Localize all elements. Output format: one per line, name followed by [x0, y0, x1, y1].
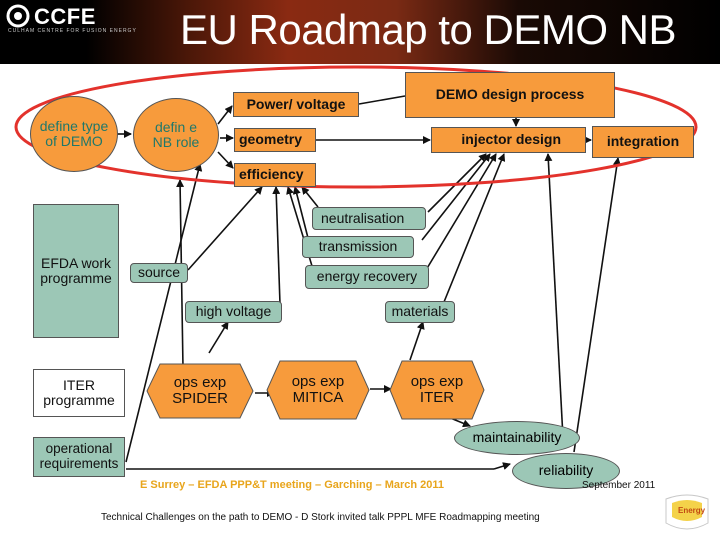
power-voltage-label: Power/ voltage	[246, 95, 346, 112]
geometry-node: geometry	[234, 128, 316, 152]
neutralisation-label: neutralisation	[321, 209, 405, 226]
integration-node: integration	[592, 126, 694, 158]
ops-exp-mitica-node: ops exp MITICA	[266, 360, 370, 420]
operational-requirements-label: operational requirements	[39, 441, 119, 471]
ops-exp-mitica-label: ops exp MITICA	[291, 372, 345, 406]
ops-exp-spider-label: ops exp SPIDER	[172, 373, 228, 407]
energy-badge-text: Energy	[678, 506, 706, 515]
high-voltage-label: high voltage	[195, 303, 272, 320]
ops-exp-spider-node: ops exp SPIDER	[146, 363, 254, 419]
transmission-node: transmission	[302, 236, 414, 258]
reliability-label: reliability	[538, 462, 594, 479]
logo-icon	[6, 4, 30, 28]
define-demo-type-node: define type of DEMO	[30, 96, 118, 172]
ops-exp-iter-label: ops exp ITER	[410, 372, 464, 406]
efda-work-programme-label: EFDA work programme	[40, 254, 112, 286]
date-label: September 2011	[582, 480, 656, 491]
page-title: EU Roadmap to DEMO NB	[180, 6, 677, 53]
operational-requirements-node: operational requirements	[33, 437, 125, 477]
materials-label: materials	[391, 303, 449, 320]
header-banner: CCFE CULHAM CENTRE FOR FUSION ENERGY EU …	[0, 0, 720, 64]
iter-programme-node: ITER programme	[33, 369, 125, 417]
hexagon-shape	[389, 360, 485, 420]
ccfe-logo: CCFE CULHAM CENTRE FOR FUSION ENERGY	[6, 4, 136, 40]
energy-badge-icon	[665, 494, 709, 530]
demo-design-process-node: DEMO design process	[405, 72, 615, 118]
efficiency-node: efficiency	[234, 163, 316, 187]
power-voltage-node: Power/ voltage	[233, 92, 359, 117]
maintainability-node: maintainability	[454, 421, 580, 455]
define-demo-type-label: define type of DEMO	[39, 117, 109, 149]
energy-recovery-label: energy recovery	[316, 268, 418, 285]
materials-node: materials	[385, 301, 455, 323]
reliability-node: reliability	[512, 453, 620, 489]
logo-subtitle: CULHAM CENTRE FOR FUSION ENERGY	[8, 28, 137, 34]
high-voltage-node: high voltage	[185, 301, 282, 323]
logo-text: CCFE	[34, 4, 96, 29]
define-nb-role-label: defin e NB role	[152, 118, 200, 150]
highlight-ellipse	[14, 65, 698, 189]
energy-recovery-node: energy recovery	[305, 265, 429, 289]
ops-exp-iter-node: ops exp ITER	[389, 360, 485, 420]
geometry-label: geometry	[239, 131, 303, 148]
energy-badge-logo: Energy	[662, 493, 712, 533]
efficiency-label: efficiency	[239, 166, 304, 183]
hexagon-shape	[146, 363, 254, 419]
injector-design-label: injector design	[461, 131, 561, 148]
demo-design-process-label: DEMO design process	[435, 86, 585, 103]
hexagon-shape	[266, 360, 370, 420]
maintainability-label: maintainability	[472, 429, 562, 446]
talk-credit: Technical Challenges on the path to DEMO…	[101, 512, 540, 523]
neutralisation-node: neutralisation	[312, 207, 426, 230]
source-label: source	[137, 264, 181, 281]
iter-programme-label: ITER programme	[43, 376, 115, 408]
integration-label: integration	[606, 133, 680, 150]
define-nb-role-node: defin e NB role	[133, 98, 219, 172]
transmission-label: transmission	[318, 238, 398, 255]
source-node: source	[130, 263, 188, 283]
injector-design-node: injector design	[431, 127, 586, 153]
efda-work-programme-node: EFDA work programme	[33, 204, 119, 338]
author-credit: E Surrey – EFDA PPP&T meeting – Garching…	[140, 479, 445, 491]
